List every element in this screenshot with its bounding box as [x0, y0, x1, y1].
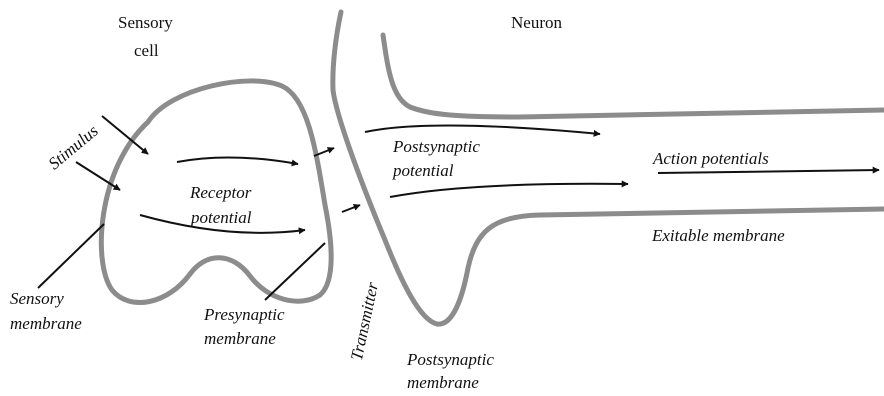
exitable-membrane-label: Exitable membrane	[652, 225, 785, 246]
presynaptic-membrane-label-line2: membrane	[204, 328, 276, 349]
postsynaptic-arrow-2	[390, 184, 628, 197]
receptor-potential-label-line1: Receptor	[190, 182, 251, 203]
postsynaptic-membrane-label-line1: Postsynaptic	[407, 349, 494, 370]
sensory-membrane-pointer	[38, 224, 104, 288]
postsynaptic-potential-label-line1: Postsynaptic	[393, 136, 480, 157]
receptor-potential-label-line2: potential	[191, 207, 251, 228]
neuron-upper-membrane	[383, 35, 884, 117]
action-potentials-arrow	[658, 170, 879, 173]
action-potentials-label: Action potentials	[653, 148, 769, 169]
sensory-membrane-label-line1: Sensory	[10, 288, 64, 309]
postsynaptic-membrane-label-line2: membrane	[407, 372, 479, 393]
postsynaptic-arrow-1	[365, 125, 600, 134]
transmitter-arrow-2	[342, 205, 360, 212]
sensory-cell-label-line2: cell	[134, 40, 159, 61]
neuron-label: Neuron	[511, 12, 562, 33]
postsynaptic-potential-label-line2: potential	[393, 160, 453, 181]
sensory-membrane-label-line2: membrane	[10, 313, 82, 334]
presynaptic-membrane-label-line1: Presynaptic	[204, 304, 285, 325]
presynaptic-membrane-pointer	[265, 243, 325, 300]
receptor-arrow-1	[177, 157, 298, 164]
sensory-cell-label-line1: Sensory	[118, 12, 173, 33]
